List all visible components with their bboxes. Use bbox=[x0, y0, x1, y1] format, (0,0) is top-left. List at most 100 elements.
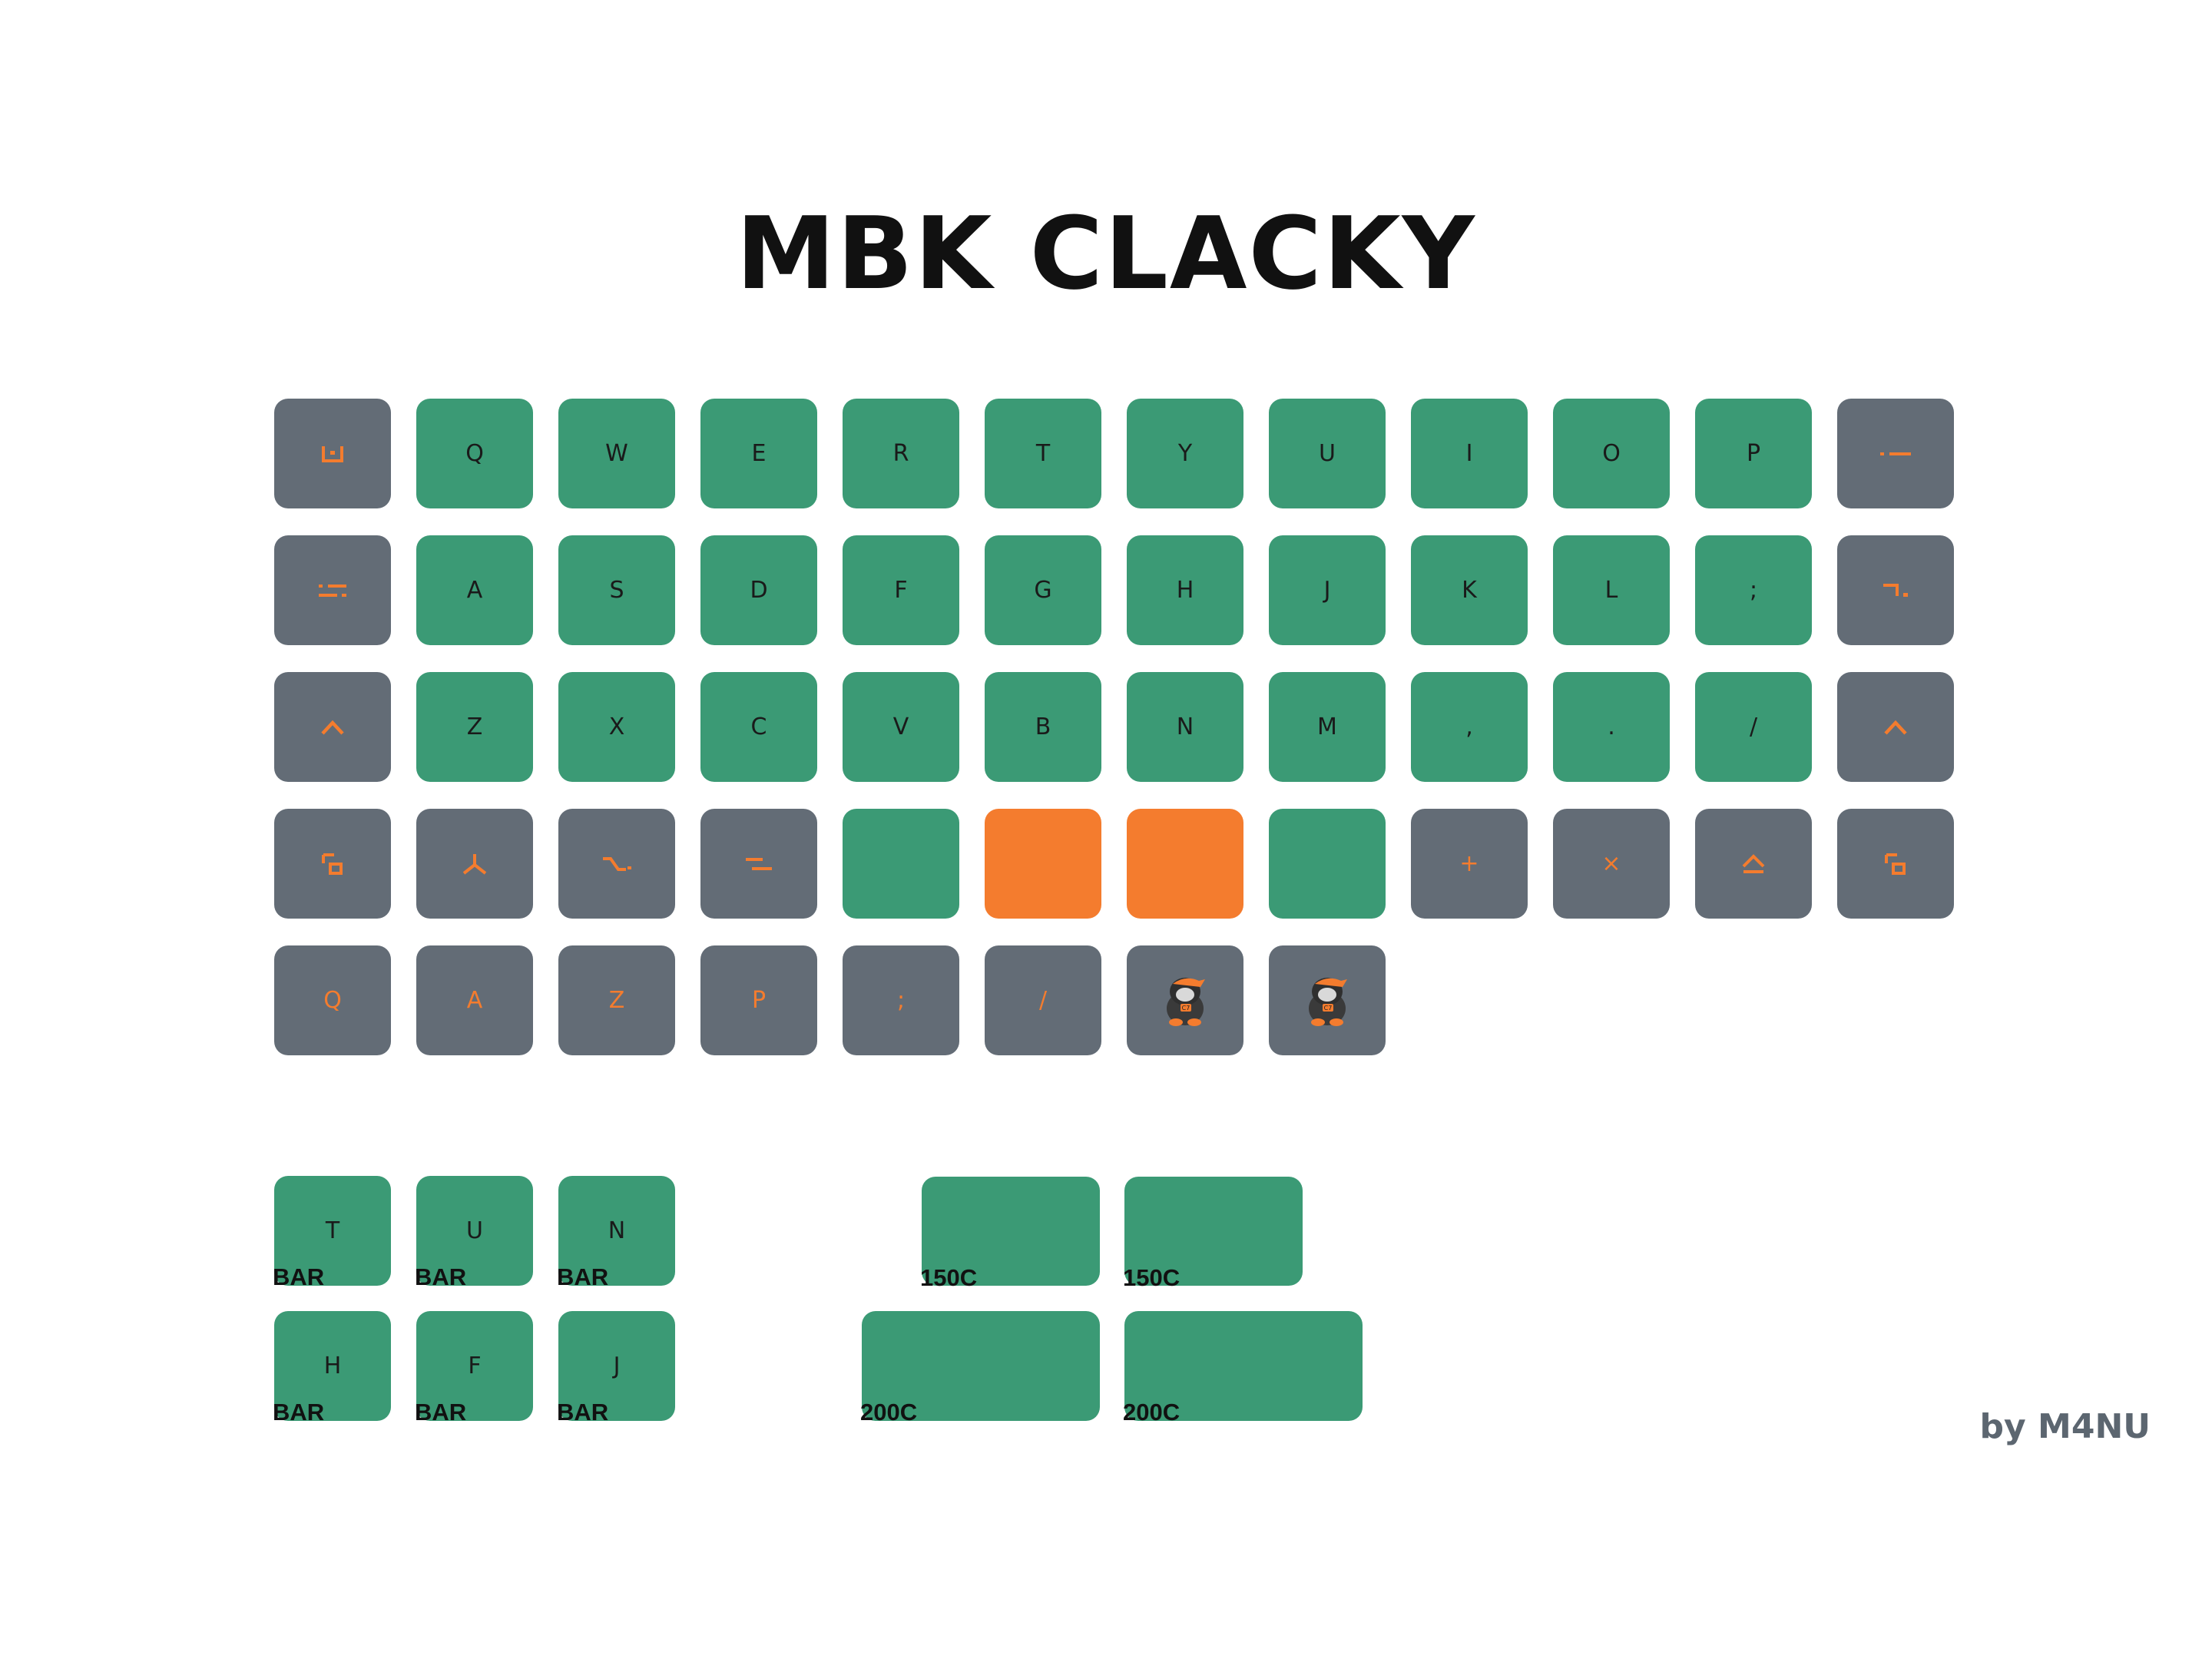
wide-keycap-1[interactable] bbox=[922, 1177, 1100, 1286]
keycap-size-label: BAR bbox=[557, 1263, 609, 1290]
keycap-legend: F bbox=[894, 576, 908, 604]
extra-keycap-3[interactable]: N bbox=[558, 1176, 675, 1286]
keycap-legend: I bbox=[1465, 439, 1473, 467]
keycap-r2-c9[interactable]: K bbox=[1411, 535, 1528, 645]
keycap-r4-c9[interactable]: + bbox=[1411, 809, 1528, 919]
bracket-u-icon bbox=[321, 444, 344, 464]
keycap-r1-c2[interactable]: Q bbox=[416, 399, 533, 508]
keycap-legend: Y bbox=[1177, 439, 1193, 467]
keycap-legend: V bbox=[892, 713, 909, 740]
keycap-r5-c8[interactable]: C7 bbox=[1269, 945, 1386, 1055]
keycap-r3-c5[interactable]: V bbox=[843, 672, 959, 782]
svg-text:C7: C7 bbox=[1182, 1005, 1190, 1012]
keycap-r3-c1[interactable] bbox=[274, 672, 391, 782]
wide-keycap-4[interactable] bbox=[1124, 1311, 1363, 1421]
keycap-r4-c11[interactable] bbox=[1695, 809, 1812, 919]
keycap-legend: S bbox=[609, 576, 624, 604]
keycap-r3-c9[interactable]: , bbox=[1411, 672, 1528, 782]
keycap-r3-c12[interactable] bbox=[1837, 672, 1954, 782]
keycap-legend: W bbox=[605, 439, 628, 467]
keycap-r4-c7[interactable] bbox=[1127, 809, 1243, 919]
keycap-r1-c11[interactable]: P bbox=[1695, 399, 1812, 508]
keycap-legend: O bbox=[1602, 439, 1621, 467]
keycap-r1-c3[interactable]: W bbox=[558, 399, 675, 508]
keycap-r3-c8[interactable]: M bbox=[1269, 672, 1386, 782]
keycap-size-label: BAR bbox=[273, 1399, 325, 1426]
keycap-r5-c6[interactable]: / bbox=[985, 945, 1101, 1055]
keycap-r1-c7[interactable]: Y bbox=[1127, 399, 1243, 508]
keycap-legend: A bbox=[466, 986, 483, 1014]
keycap-r3-c11[interactable]: / bbox=[1695, 672, 1812, 782]
keycap-r4-c4[interactable] bbox=[700, 809, 817, 919]
keycap-legend: Z bbox=[608, 986, 625, 1014]
keycap-legend: U bbox=[466, 1217, 483, 1244]
alt-icon bbox=[601, 856, 632, 873]
keycap-r1-c5[interactable]: R bbox=[843, 399, 959, 508]
keycap-r1-c10[interactable]: O bbox=[1553, 399, 1670, 508]
svg-text:C7: C7 bbox=[1324, 1005, 1333, 1012]
keycap-r5-c7[interactable]: C7 bbox=[1127, 945, 1243, 1055]
caret-up-icon bbox=[320, 719, 345, 736]
keycap-r1-c1[interactable] bbox=[274, 399, 391, 508]
keycap-legend: / bbox=[1749, 713, 1758, 740]
keycap-r2-c8[interactable]: J bbox=[1269, 535, 1386, 645]
keycap-r1-c6[interactable]: T bbox=[985, 399, 1101, 508]
keycap-r2-c4[interactable]: D bbox=[700, 535, 817, 645]
keycap-legend: . bbox=[1608, 713, 1615, 740]
eject-icon bbox=[1741, 853, 1766, 875]
keycap-legend: × bbox=[1601, 849, 1621, 877]
keycap-r1-c8[interactable]: U bbox=[1269, 399, 1386, 508]
keycap-legend: G bbox=[1034, 576, 1052, 604]
caret-up-icon bbox=[1883, 719, 1908, 736]
keycap-r3-c3[interactable]: X bbox=[558, 672, 675, 782]
keycap-r2-c10[interactable]: L bbox=[1553, 535, 1670, 645]
keycap-r4-c8[interactable] bbox=[1269, 809, 1386, 919]
keycap-r4-c12[interactable] bbox=[1837, 809, 1954, 919]
keycap-r2-c6[interactable]: G bbox=[985, 535, 1101, 645]
keycap-size-label: BAR bbox=[415, 1263, 467, 1290]
wide-keycap-3[interactable] bbox=[862, 1311, 1100, 1421]
keycap-r5-c2[interactable]: A bbox=[416, 945, 533, 1055]
keycap-r1-c4[interactable]: E bbox=[700, 399, 817, 508]
extra-keycap-2[interactable]: U bbox=[416, 1176, 533, 1286]
extra-keycap-6[interactable]: J bbox=[558, 1311, 675, 1421]
keycap-r3-c6[interactable]: B bbox=[985, 672, 1101, 782]
keycap-r2-c1[interactable] bbox=[274, 535, 391, 645]
keycap-r4-c10[interactable]: × bbox=[1553, 809, 1670, 919]
keycap-r5-c1[interactable]: Q bbox=[274, 945, 391, 1055]
keycap-r4-c1[interactable] bbox=[274, 809, 391, 919]
keycap-legend: K bbox=[1462, 576, 1477, 604]
keycap-r5-c4[interactable]: P bbox=[700, 945, 817, 1055]
keycap-r2-c3[interactable]: S bbox=[558, 535, 675, 645]
keycap-r5-c3[interactable]: Z bbox=[558, 945, 675, 1055]
keycap-size-label: 150C bbox=[1123, 1264, 1181, 1291]
keycap-r2-c2[interactable]: A bbox=[416, 535, 533, 645]
extra-keycap-5[interactable]: F bbox=[416, 1311, 533, 1421]
keycap-r3-c7[interactable]: N bbox=[1127, 672, 1243, 782]
keycap-r1-c9[interactable]: I bbox=[1411, 399, 1528, 508]
tri-branch-icon bbox=[462, 853, 488, 876]
extra-keycap-1[interactable]: T bbox=[274, 1176, 391, 1286]
keycap-legend: , bbox=[1465, 713, 1473, 740]
keycap-legend: U bbox=[1319, 439, 1336, 467]
keycap-r2-c7[interactable]: H bbox=[1127, 535, 1243, 645]
keycap-r1-c12[interactable] bbox=[1837, 399, 1954, 508]
wide-keycap-2[interactable] bbox=[1124, 1177, 1303, 1286]
keycap-legend: B bbox=[1035, 713, 1051, 740]
keycap-legend: Z bbox=[466, 713, 483, 740]
keycap-r4-c6[interactable] bbox=[985, 809, 1101, 919]
extra-keycap-4[interactable]: H bbox=[274, 1311, 391, 1421]
keycap-size-label: BAR bbox=[557, 1399, 609, 1426]
keycap-r2-c11[interactable]: ; bbox=[1695, 535, 1812, 645]
keycap-r4-c5[interactable] bbox=[843, 809, 959, 919]
keycap-r5-c5[interactable]: ; bbox=[843, 945, 959, 1055]
keycap-r4-c3[interactable] bbox=[558, 809, 675, 919]
keycap-r2-c5[interactable]: F bbox=[843, 535, 959, 645]
keycap-legend: / bbox=[1038, 986, 1048, 1014]
keycap-r3-c10[interactable]: . bbox=[1553, 672, 1670, 782]
keycap-r3-c2[interactable]: Z bbox=[416, 672, 533, 782]
keycap-r2-c12[interactable] bbox=[1837, 535, 1954, 645]
keycap-r4-c2[interactable] bbox=[416, 809, 533, 919]
author-credit: by M4NU bbox=[1979, 1407, 2151, 1446]
keycap-r3-c4[interactable]: C bbox=[700, 672, 817, 782]
